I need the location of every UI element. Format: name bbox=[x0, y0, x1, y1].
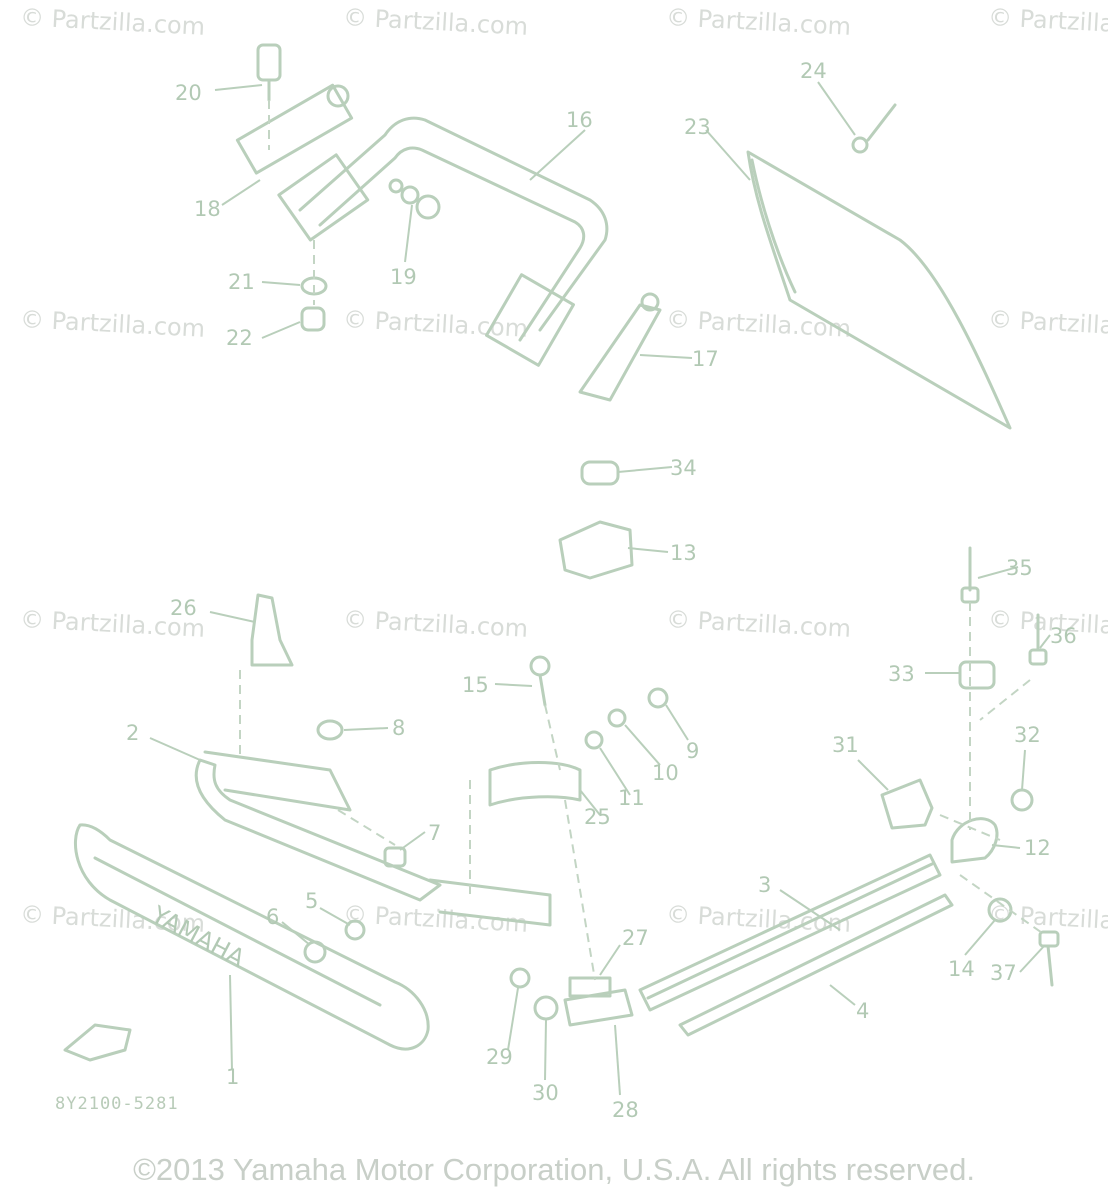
callout-18: 18 bbox=[194, 197, 221, 221]
part-rivet-35 bbox=[960, 546, 980, 604]
part-bracket-18 bbox=[235, 83, 354, 175]
callout-6: 6 bbox=[266, 905, 279, 929]
callout-33: 33 bbox=[888, 662, 915, 686]
callout-labels: 1 2 3 4 5 6 7 8 9 10 11 12 13 14 15 16 1… bbox=[126, 59, 1077, 1122]
callout-13: 13 bbox=[670, 541, 697, 565]
callout-22: 22 bbox=[226, 326, 253, 350]
part-rivet-24 bbox=[851, 103, 897, 154]
part-washer-11 bbox=[584, 730, 604, 750]
part-nut-29 bbox=[509, 967, 531, 989]
part-rivet-36 bbox=[1028, 613, 1048, 666]
part-screw-9 bbox=[647, 687, 669, 709]
callout-4: 4 bbox=[856, 999, 869, 1023]
part-screw-37 bbox=[1038, 930, 1060, 987]
assembly-lines bbox=[239, 100, 1046, 981]
part-block-31 bbox=[880, 778, 934, 830]
part-bracket-25 bbox=[488, 761, 582, 807]
callout-31: 31 bbox=[832, 733, 859, 757]
part-cap-22 bbox=[300, 306, 326, 332]
callout-21: 21 bbox=[228, 270, 255, 294]
callout-10: 10 bbox=[652, 761, 679, 785]
callout-28: 28 bbox=[612, 1098, 639, 1122]
callout-14: 14 bbox=[948, 957, 975, 981]
callout-30: 30 bbox=[532, 1081, 559, 1105]
callout-24: 24 bbox=[800, 59, 827, 83]
callout-16: 16 bbox=[566, 108, 593, 132]
part-washer-10 bbox=[607, 708, 627, 728]
part-rail-3 bbox=[638, 853, 942, 1012]
callout-3: 3 bbox=[758, 873, 771, 897]
part-bolt-15 bbox=[529, 655, 551, 707]
callout-32: 32 bbox=[1014, 723, 1041, 747]
part-end-cap-12 bbox=[950, 817, 999, 864]
callout-29: 29 bbox=[486, 1045, 513, 1069]
callout-17: 17 bbox=[692, 347, 719, 371]
callout-27: 27 bbox=[622, 926, 649, 950]
part-collar-34 bbox=[580, 460, 620, 486]
part-bolt-20 bbox=[256, 43, 282, 102]
callout-37: 37 bbox=[990, 961, 1017, 985]
callout-2: 2 bbox=[126, 721, 139, 745]
callout-5: 5 bbox=[305, 889, 318, 913]
callout-36: 36 bbox=[1050, 624, 1077, 648]
part-bolt-19 bbox=[388, 178, 441, 220]
part-strip-4 bbox=[678, 893, 954, 1037]
part-nut-33 bbox=[958, 660, 996, 690]
callout-26: 26 bbox=[170, 596, 197, 620]
callout-1: 1 bbox=[226, 1065, 239, 1089]
callout-7: 7 bbox=[428, 821, 441, 845]
part-bolt-5 bbox=[344, 919, 366, 941]
part-cover-28 bbox=[563, 988, 634, 1027]
part-bracket-17 bbox=[578, 292, 662, 402]
part-frame-2 bbox=[194, 750, 552, 927]
leader-lines bbox=[149, 81, 1051, 1096]
copyright-notice: ©2013 Yamaha Motor Corporation, U.S.A. A… bbox=[133, 1152, 975, 1187]
part-clamp-13 bbox=[558, 520, 634, 580]
callout-35: 35 bbox=[1006, 556, 1033, 580]
callout-12: 12 bbox=[1024, 836, 1051, 860]
callout-20: 20 bbox=[175, 81, 202, 105]
callout-25: 25 bbox=[584, 805, 611, 829]
part-nut-7 bbox=[383, 846, 407, 868]
callout-11: 11 bbox=[618, 786, 645, 810]
callout-15: 15 bbox=[462, 673, 489, 697]
callout-19: 19 bbox=[390, 265, 417, 289]
part-emblem bbox=[63, 1023, 132, 1062]
diagram-reference: 8Y2100-5281 bbox=[55, 1094, 179, 1114]
callout-23: 23 bbox=[684, 115, 711, 139]
callout-9: 9 bbox=[686, 739, 699, 763]
callout-34: 34 bbox=[670, 456, 697, 480]
part-grommet-8 bbox=[316, 719, 344, 741]
part-nut-30 bbox=[533, 995, 559, 1021]
part-bolt-32 bbox=[1010, 788, 1034, 812]
part-nut-6 bbox=[303, 940, 327, 964]
part-frame-16 bbox=[277, 116, 609, 367]
part-windshield-23 bbox=[746, 150, 1012, 430]
callout-8: 8 bbox=[392, 716, 405, 740]
part-stay-26 bbox=[250, 593, 294, 667]
